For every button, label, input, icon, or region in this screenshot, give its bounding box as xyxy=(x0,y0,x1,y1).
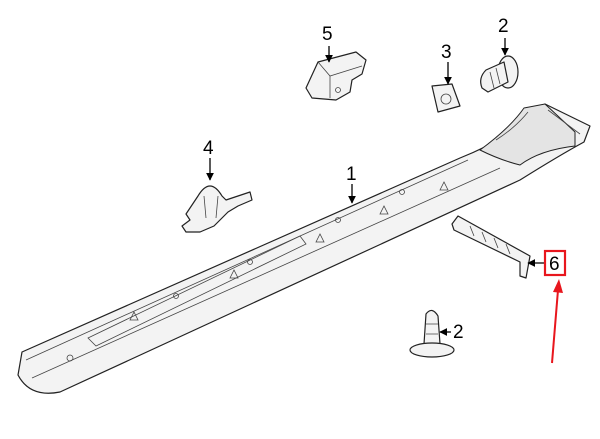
push-pin-fastener-top-part xyxy=(480,55,519,93)
leader-lines xyxy=(206,38,546,336)
callout-2-bottom: 2 xyxy=(453,322,464,343)
red-arrow-up-icon xyxy=(551,279,563,364)
highlight-box xyxy=(543,249,567,277)
callout-3: 3 xyxy=(441,42,452,63)
callout-4: 4 xyxy=(203,138,214,159)
rocker-panel-part xyxy=(17,103,591,394)
clip-bracket-part xyxy=(305,51,367,101)
push-pin-fastener-bottom-part xyxy=(409,309,455,358)
molding-bracket-part xyxy=(451,215,531,279)
callout-1: 1 xyxy=(346,164,357,185)
nut-part xyxy=(431,83,461,113)
callout-5: 5 xyxy=(322,24,333,45)
retainer-clip-part xyxy=(181,185,253,233)
callout-6: 6 xyxy=(549,254,560,275)
callout-2-top: 2 xyxy=(498,16,509,37)
